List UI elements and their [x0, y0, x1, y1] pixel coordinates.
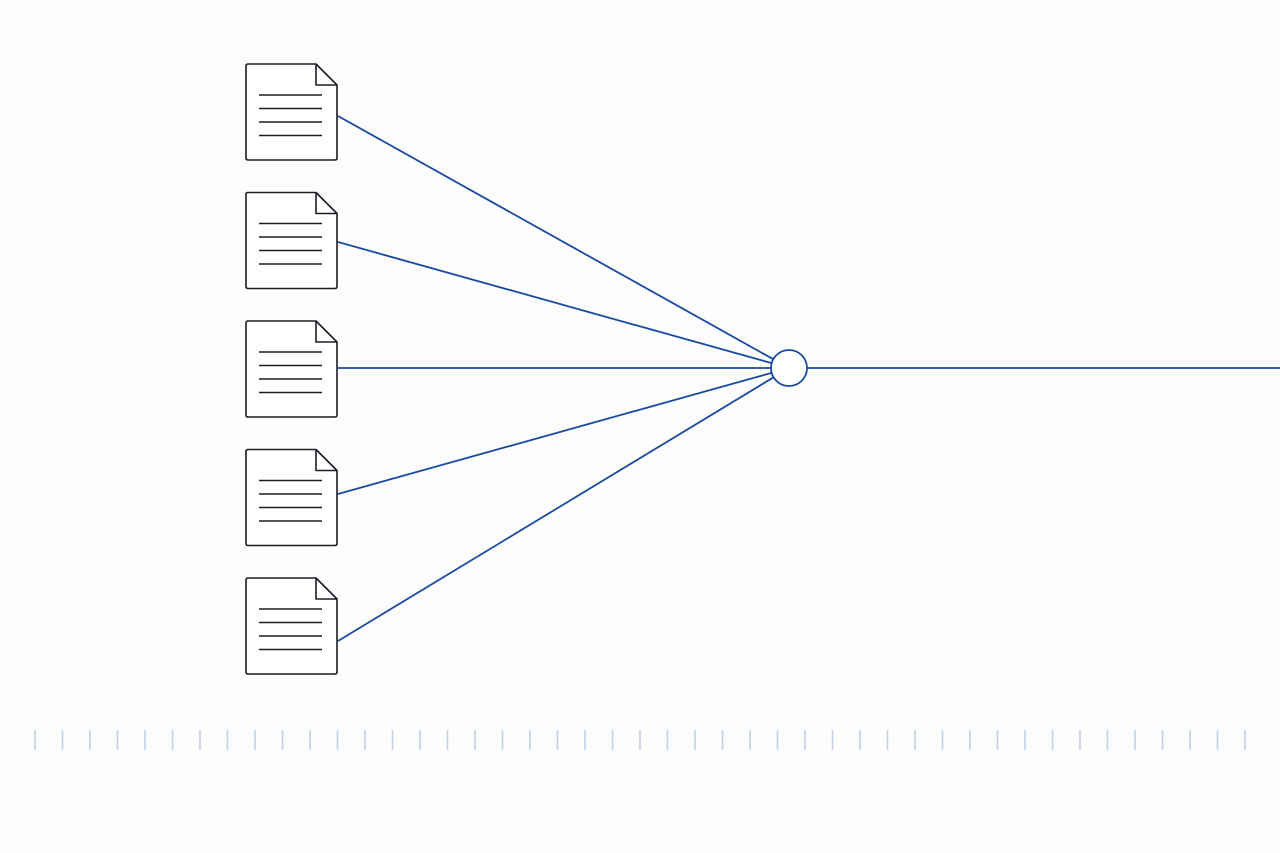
connector-line-4	[337, 371, 772, 495]
document-fold-corner	[315, 321, 337, 343]
connector-line-2	[337, 241, 772, 365]
document-fold-corner	[315, 449, 337, 472]
document-4	[245, 448, 338, 547]
document-5	[245, 577, 338, 675]
hub-layer	[770, 349, 808, 387]
document-fold-corner	[315, 578, 337, 600]
document-1	[245, 63, 338, 161]
document-icon	[245, 191, 338, 290]
document-2	[245, 191, 338, 290]
connector-line-1	[337, 115, 774, 361]
document-3	[245, 320, 338, 418]
connectors	[337, 115, 1280, 642]
document-icon	[245, 320, 338, 418]
connector-line-5	[337, 376, 775, 642]
document-icon	[245, 577, 338, 675]
document-icon	[245, 63, 338, 161]
document-fold-corner	[315, 192, 337, 215]
tick-ruler	[34, 730, 1246, 750]
hub-node	[770, 349, 808, 387]
document-fold-corner	[315, 64, 337, 86]
documents-column	[245, 63, 338, 675]
document-icon	[245, 448, 338, 547]
